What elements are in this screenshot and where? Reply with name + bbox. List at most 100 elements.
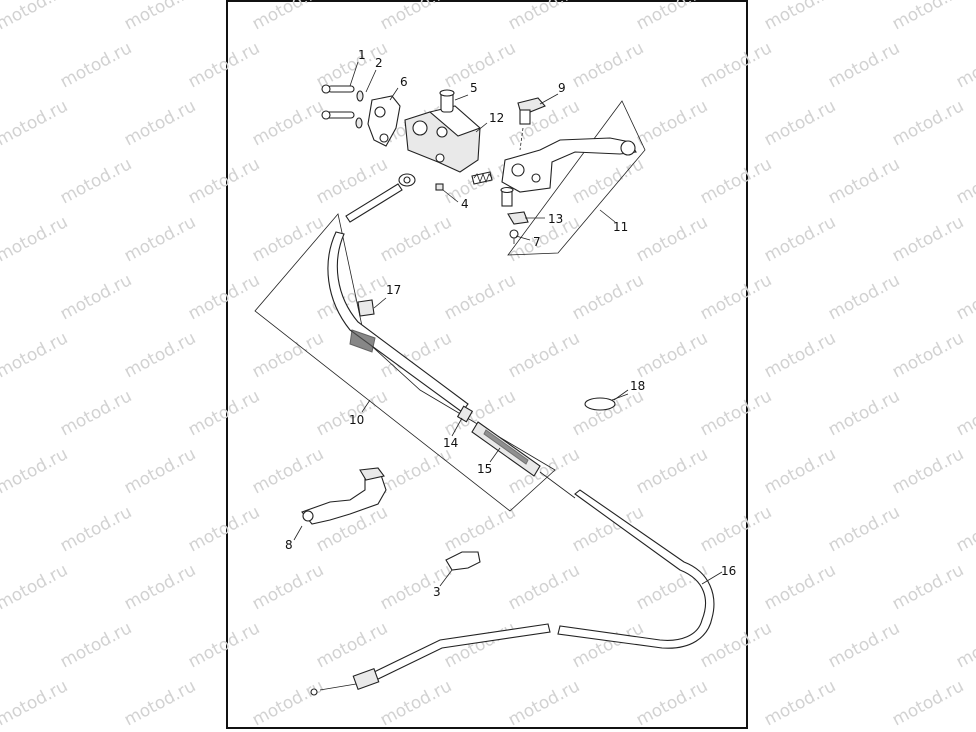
- watermark-text: motod.ru: [953, 502, 976, 556]
- watermark-text: motod.ru: [953, 38, 976, 92]
- watermark-text: motod.ru: [889, 212, 967, 266]
- watermark-text: motod.ru: [249, 328, 327, 382]
- callout-18: 18: [630, 379, 645, 393]
- watermark-text: motod.ru: [185, 38, 263, 92]
- watermark-text: motod.ru: [761, 0, 839, 34]
- part-hose-10: [327, 231, 474, 423]
- watermark-text: motod.ru: [121, 212, 199, 266]
- part-pin-5: [439, 89, 455, 113]
- part-cap-9: [517, 97, 546, 125]
- watermark-text: motod.ru: [825, 386, 903, 440]
- callout-14: 14: [443, 436, 458, 450]
- watermark-text: motod.ru: [633, 212, 711, 266]
- watermark-text: motod.ru: [761, 96, 839, 150]
- part-housing-12: [404, 105, 482, 173]
- watermark-text: motod.ru: [249, 444, 327, 498]
- callout-9: 9: [558, 81, 566, 95]
- watermark-text: motod.ru: [761, 328, 839, 382]
- watermark-text: motod.ru: [377, 676, 455, 730]
- callout-7: 7: [533, 235, 541, 249]
- watermark-text: motod.ru: [505, 328, 583, 382]
- watermark-text: motod.ru: [249, 212, 327, 266]
- callout-3: 3: [433, 585, 441, 599]
- watermark-text: motod.ru: [121, 96, 199, 150]
- watermark-text: motod.ru: [0, 676, 71, 730]
- callout-5: 5: [470, 81, 478, 95]
- watermark-text: motod.ru: [0, 444, 71, 498]
- watermark-text: motod.ru: [121, 0, 199, 34]
- watermark-text: motod.ru: [889, 676, 967, 730]
- watermark-text: motod.ru: [505, 676, 583, 730]
- watermark-text: motod.ru: [249, 0, 327, 34]
- callout-10: 10: [349, 413, 364, 427]
- watermark-text: motod.ru: [697, 502, 775, 556]
- callout-4: 4: [461, 197, 469, 211]
- watermark-text: motod.ru: [697, 38, 775, 92]
- watermark-text: motod.ru: [505, 0, 583, 34]
- watermark-text: motod.ru: [121, 444, 199, 498]
- watermark-text: motod.ru: [0, 0, 71, 34]
- watermark-text: motod.ru: [953, 154, 976, 208]
- watermark-text: motod.ru: [569, 38, 647, 92]
- watermark-text: motod.ru: [57, 154, 135, 208]
- watermark-text: motod.ru: [953, 386, 976, 440]
- watermark-text: motod.ru: [377, 444, 455, 498]
- watermark-text: motod.ru: [121, 676, 199, 730]
- watermark-text: motod.ru: [761, 212, 839, 266]
- watermark-text: motod.ru: [121, 560, 199, 614]
- watermark-text: motod.ru: [633, 676, 711, 730]
- watermark-text: motod.ru: [569, 386, 647, 440]
- watermark-text: motod.ru: [0, 96, 71, 150]
- watermark-text: motod.ru: [889, 560, 967, 614]
- part-lever-11: [471, 137, 637, 193]
- watermark-text: motod.ru: [57, 502, 135, 556]
- watermark-text: motod.ru: [569, 270, 647, 324]
- part-spring: [473, 172, 493, 184]
- watermark-text: motod.ru: [0, 328, 71, 382]
- part-post: [500, 186, 514, 207]
- watermark-text: motod.ru: [377, 0, 455, 34]
- watermark-text: motod.ru: [761, 560, 839, 614]
- callout-11: 11: [613, 220, 628, 234]
- watermark-text: motod.ru: [185, 386, 263, 440]
- watermark-text: motod.ru: [633, 96, 711, 150]
- watermark-text: motod.ru: [825, 38, 903, 92]
- callout-2: 2: [375, 56, 383, 70]
- watermark-text: motod.ru: [249, 96, 327, 150]
- watermark-text: motod.ru: [121, 328, 199, 382]
- part-clip-17: [357, 299, 375, 317]
- watermark-text: motod.ru: [697, 154, 775, 208]
- watermark-text: motod.ru: [249, 560, 327, 614]
- callout-12: 12: [489, 111, 504, 125]
- watermark-text: motod.ru: [825, 502, 903, 556]
- watermark-text: motod.ru: [889, 328, 967, 382]
- watermark-text: motod.ru: [185, 502, 263, 556]
- watermark-text: motod.ru: [57, 38, 135, 92]
- callout-17: 17: [386, 283, 401, 297]
- part-banjo-fitting: [345, 173, 416, 223]
- part-tie-18: [584, 393, 629, 411]
- watermark-text: motod.ru: [825, 154, 903, 208]
- watermark-text: motod.ru: [377, 212, 455, 266]
- watermark-text: motod.ru: [313, 618, 391, 672]
- watermark-text: motod.ru: [505, 560, 583, 614]
- diagram-frame: [226, 0, 748, 729]
- callout-labels: 1 2 3 4 5 6 7 8 9 10 11 12 13 14 15 16 1…: [285, 48, 736, 599]
- watermark-text: motod.ru: [633, 560, 711, 614]
- part-clip-13: [507, 211, 529, 225]
- watermark-text: motod.ru: [697, 386, 775, 440]
- watermark-text: motod.ru: [441, 38, 519, 92]
- watermark-text: motod.ru: [825, 270, 903, 324]
- watermark-text: motod.ru: [825, 618, 903, 672]
- watermark-text: motod.ru: [633, 0, 711, 34]
- watermark-text: motod.ru: [889, 444, 967, 498]
- part-nut-4: [435, 183, 444, 191]
- watermark-text: motod.ru: [0, 560, 71, 614]
- watermark-text: motod.ru: [441, 502, 519, 556]
- callout-6: 6: [400, 75, 408, 89]
- watermark-text: motod.ru: [57, 618, 135, 672]
- callout-15: 15: [477, 462, 492, 476]
